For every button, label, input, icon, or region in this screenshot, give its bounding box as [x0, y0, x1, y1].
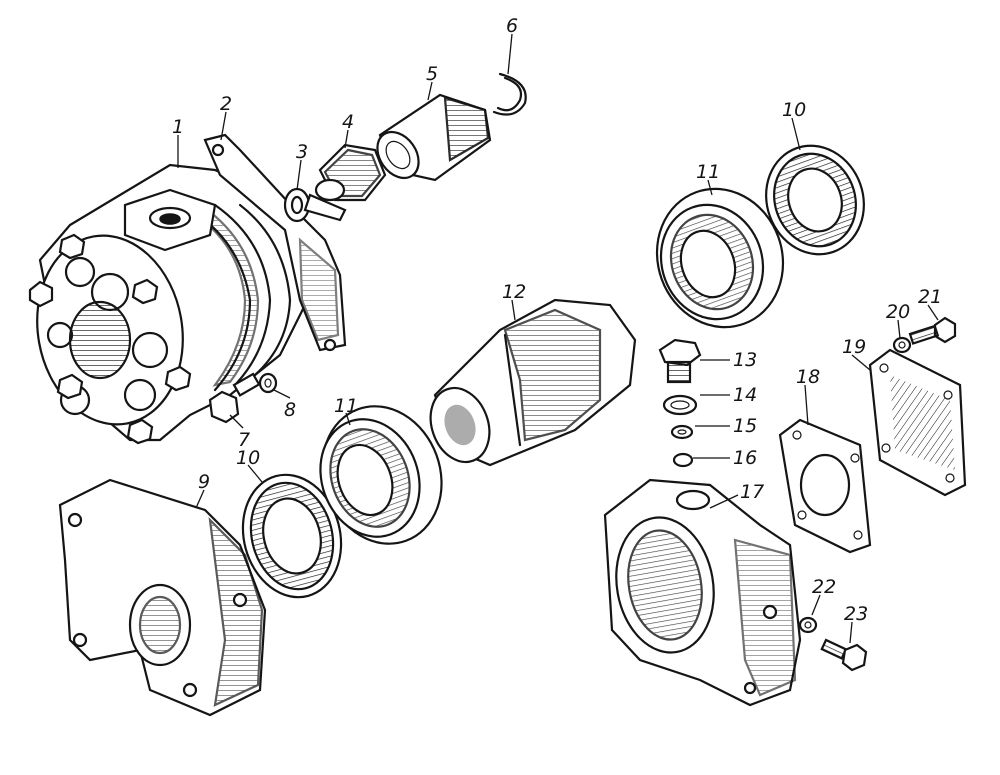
part-6-snap-ring	[492, 72, 527, 116]
part-13-plug	[658, 338, 702, 384]
callout-23: 23	[844, 603, 868, 625]
callout-21: 21	[918, 286, 942, 308]
callout-8: 8	[284, 399, 296, 421]
callout-10-right: 10	[782, 99, 806, 121]
callout-9: 9	[198, 471, 210, 493]
part-1-housing	[28, 163, 307, 445]
part-18-gasket	[778, 418, 872, 554]
part-11-bearing-left	[319, 405, 443, 545]
part-15-washer	[670, 424, 694, 440]
part-21-bolt	[908, 316, 957, 345]
part-12-gear-shaft	[429, 298, 637, 467]
part-23-bolt	[820, 638, 868, 672]
part-7-bolt	[208, 372, 261, 424]
callout-15: 15	[733, 415, 757, 437]
part-20-washer	[892, 336, 912, 354]
part-17-right-housing	[603, 478, 802, 707]
part-3-lock-plate	[283, 187, 347, 223]
callout-4: 4	[342, 111, 354, 133]
callout-6: 6	[506, 15, 518, 37]
callout-7: 7	[238, 429, 250, 451]
leader-lines	[177, 33, 939, 644]
callout-11-left: 11	[334, 395, 358, 417]
part-19-cover-plate	[868, 348, 967, 497]
callout-11-right: 11	[696, 161, 720, 183]
callout-13: 13	[733, 349, 757, 371]
callout-2: 2	[220, 93, 232, 115]
part-14-washer	[662, 394, 698, 416]
callout-18: 18	[796, 366, 820, 388]
part-22-washer	[798, 616, 818, 634]
callout-22: 22	[812, 576, 836, 598]
callout-12: 12	[502, 281, 526, 303]
callout-16: 16	[733, 447, 757, 469]
part-4-gear	[314, 143, 387, 202]
callout-3: 3	[296, 141, 308, 163]
callout-19: 19	[842, 336, 866, 358]
callout-14: 14	[733, 384, 757, 406]
part-11-bearing-right	[655, 187, 785, 329]
callout-5: 5	[426, 63, 438, 85]
callout-10-left: 10	[236, 447, 260, 469]
callout-1: 1	[172, 116, 184, 138]
part-9-flange-bracket	[58, 478, 267, 717]
callout-20: 20	[886, 301, 910, 323]
part-8-washer	[258, 372, 278, 394]
callout-labels: 1 2 3 4 5 6 7 8 9 10 10 11 11 12 13 14 1…	[172, 15, 942, 625]
part-10-oil-seal-right	[765, 144, 865, 256]
part-10-oil-seal-left	[241, 473, 343, 599]
part-16-ring	[672, 452, 694, 468]
part-2-gasket	[203, 133, 347, 352]
part-5-splined-sleeve	[376, 93, 492, 182]
callout-17: 17	[740, 481, 764, 503]
